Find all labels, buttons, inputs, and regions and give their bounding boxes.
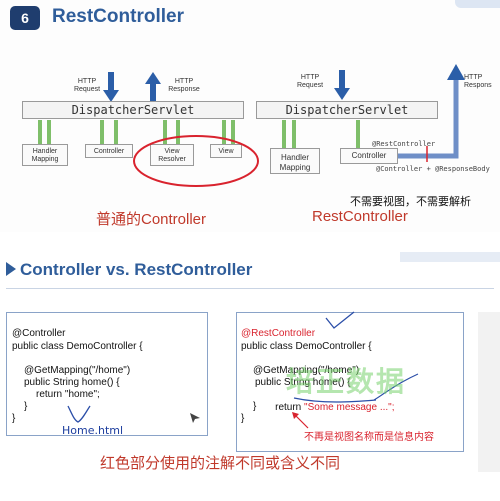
right-green-bar: [282, 120, 286, 148]
slide-divider: [0, 232, 500, 252]
left-green-bar: [100, 120, 104, 144]
slide-2: Controller vs. RestController @Controlle…: [0, 252, 500, 501]
return-message: "Some message ...";: [304, 402, 395, 413]
right-note: 不再是视图名称而是信息内容: [304, 432, 434, 443]
watermark: 培正数据: [286, 366, 407, 397]
right-code-box: [236, 312, 464, 452]
left-green-bar: [176, 120, 180, 144]
left-response-arrow-icon: [145, 72, 161, 102]
left-green-bar: [38, 120, 42, 144]
right-caption: RestController: [312, 208, 408, 225]
left-green-bar: [222, 120, 226, 144]
right-green-bar: [356, 120, 360, 148]
handwritten-arrow-icon: [67, 405, 91, 423]
left-request-arrow-icon: [103, 72, 119, 102]
title-underline: [6, 288, 494, 289]
left-green-bar: [47, 120, 51, 144]
controller-responsebody-annotation: @Controller + @ResponseBody: [376, 165, 490, 173]
left-code-line: }: [12, 413, 16, 424]
left-code-line: public class DemoController {: [12, 341, 143, 352]
right-code-line: public String home() {: [255, 377, 351, 388]
right-code-line: public class DemoController {: [241, 341, 372, 352]
left-green-bar: [231, 120, 235, 144]
right-note: 不需要视图，不需要解析: [350, 196, 471, 208]
rest-controller-annotation: @RestController: [372, 140, 436, 148]
right-code-return: return "Some message ...";: [264, 388, 395, 427]
slide-2-title: Controller vs. RestController: [20, 260, 253, 279]
red-circle-annotation: [133, 135, 259, 187]
section-badge: 6: [10, 6, 40, 30]
left-green-bar: [163, 120, 167, 144]
left-view-box: View: [210, 144, 242, 158]
chevron-icon: [6, 262, 16, 276]
right-dispatcher-servlet: DispatcherServlet: [256, 101, 438, 119]
right-request-arrow-icon: [334, 70, 350, 100]
mouse-cursor-icon: [190, 413, 200, 423]
right-code-annotation: @RestController: [241, 328, 316, 339]
left-code-box: [6, 312, 208, 436]
decor-corner: [455, 0, 500, 8]
handwritten-underline-icon: [293, 373, 419, 403]
right-code-line: }: [253, 401, 257, 412]
left-code-line: }: [24, 401, 28, 412]
left-caption: 普通的Controller: [96, 211, 207, 228]
left-dispatcher-servlet: DispatcherServlet: [22, 101, 244, 119]
handwritten-check-icon: [325, 311, 355, 329]
slide-2-caption: 红色部分使用的注解不同或含义不同: [100, 455, 341, 472]
left-green-bar: [114, 120, 118, 144]
right-green-bar: [292, 120, 296, 148]
handwritten-home-html: Home.html: [62, 424, 124, 437]
right-response-path-icon: [398, 64, 465, 162]
decor-corner-2: [400, 252, 500, 262]
left-controller-box: Controller: [85, 144, 133, 158]
left-code-line: @GetMapping("/home"): [24, 365, 131, 376]
left-code-line: @Controller: [12, 328, 66, 339]
slide-title: RestController: [52, 6, 184, 27]
right-controller-box: Controller: [340, 148, 398, 164]
return-keyword: return: [275, 402, 305, 413]
right-code-line: @GetMapping("/home"): [253, 365, 360, 376]
left-code-line: public String home() {: [24, 377, 120, 388]
right-code-line: }: [241, 413, 245, 424]
red-arrow-icon: [292, 412, 309, 429]
right-edge-shadow: [478, 312, 500, 472]
left-code-line: return "home";: [36, 389, 100, 400]
